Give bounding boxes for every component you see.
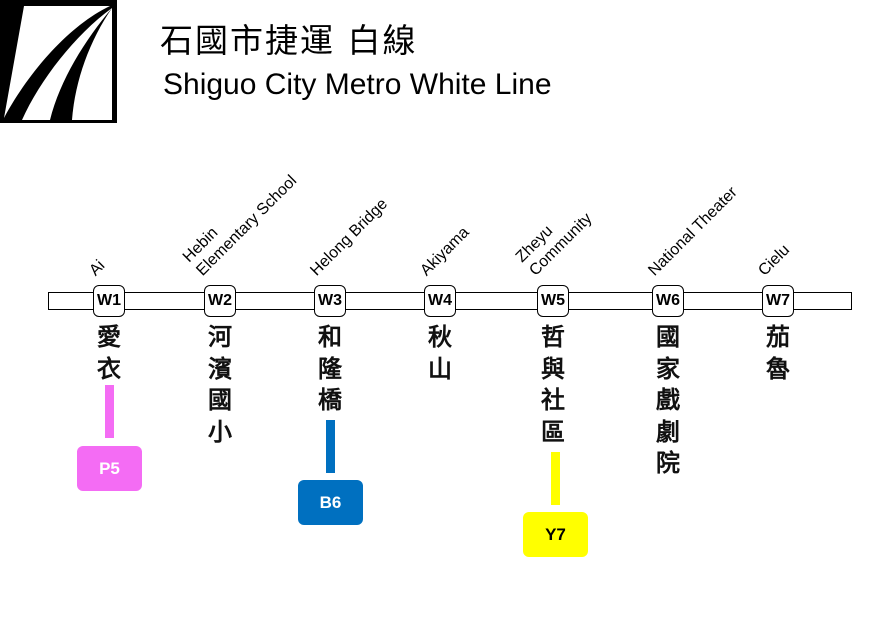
chinese-char: 隆 <box>318 354 342 383</box>
station-w4[interactable]: W4 <box>424 285 456 317</box>
chinese-char: 魯 <box>766 354 790 383</box>
english-name-line: Cielu <box>755 241 794 280</box>
chinese-char: 濱 <box>208 354 232 383</box>
english-name-line: National Theater <box>645 183 741 280</box>
chinese-char: 戲 <box>656 386 680 414</box>
chinese-char: 山 <box>428 354 452 383</box>
station-name-english: Cielu <box>755 241 794 280</box>
station-w1[interactable]: W1 <box>93 285 125 317</box>
chinese-char: 家 <box>656 354 680 383</box>
station-name-chinese: 茄魯 <box>758 322 798 385</box>
chinese-char: 衣 <box>97 354 121 383</box>
title-english: Shiguo City Metro White Line <box>163 68 552 101</box>
station-w2[interactable]: W2 <box>204 285 236 317</box>
transfer-station-y7[interactable]: Y7 <box>523 512 588 557</box>
chinese-char: 哲 <box>541 323 565 351</box>
station-name-english: Ai <box>86 256 110 280</box>
chinese-char: 和 <box>318 323 342 351</box>
station-name-english: Helong Bridge <box>307 195 392 280</box>
chinese-char: 區 <box>541 417 565 446</box>
chinese-char: 秋 <box>428 323 452 351</box>
station-name-english: Akiyama <box>417 223 474 280</box>
chinese-char: 社 <box>541 386 565 414</box>
transfer-connector <box>105 385 114 438</box>
chinese-char: 橋 <box>318 386 342 414</box>
chinese-char: 河 <box>208 323 232 351</box>
transfer-connector <box>326 420 335 473</box>
station-name-chinese: 河濱國小 <box>200 322 240 448</box>
transfer-station-p5[interactable]: P5 <box>77 446 142 491</box>
transfer-connector <box>551 452 560 505</box>
station-name-chinese: 秋山 <box>420 322 460 385</box>
chinese-char: 國 <box>656 323 680 351</box>
metro-logo <box>0 0 117 123</box>
title-chinese: 石國市捷運 白線 <box>160 21 418 60</box>
chinese-char: 院 <box>656 449 680 477</box>
transfer-station-b6[interactable]: B6 <box>298 480 363 525</box>
station-w6[interactable]: W6 <box>652 285 684 317</box>
chinese-char: 國 <box>208 386 232 414</box>
station-w3[interactable]: W3 <box>314 285 346 317</box>
chinese-char: 茄 <box>766 323 790 351</box>
chinese-char: 愛 <box>97 323 121 351</box>
chinese-char: 小 <box>208 417 232 446</box>
station-w5[interactable]: W5 <box>537 285 569 317</box>
station-w7[interactable]: W7 <box>762 285 794 317</box>
english-name-line: Helong Bridge <box>307 195 391 280</box>
english-name-line: Akiyama <box>417 223 473 280</box>
station-name-chinese: 國家戲劇院 <box>648 322 688 480</box>
english-name-line: Ai <box>86 257 109 280</box>
station-name-chinese: 哲與社區 <box>533 322 573 448</box>
chinese-char: 劇 <box>656 417 680 446</box>
station-name-chinese: 和隆橋 <box>310 322 350 417</box>
chinese-char: 與 <box>541 354 565 383</box>
station-name-english: National Theater <box>645 183 742 280</box>
station-name-chinese: 愛衣 <box>89 322 129 385</box>
